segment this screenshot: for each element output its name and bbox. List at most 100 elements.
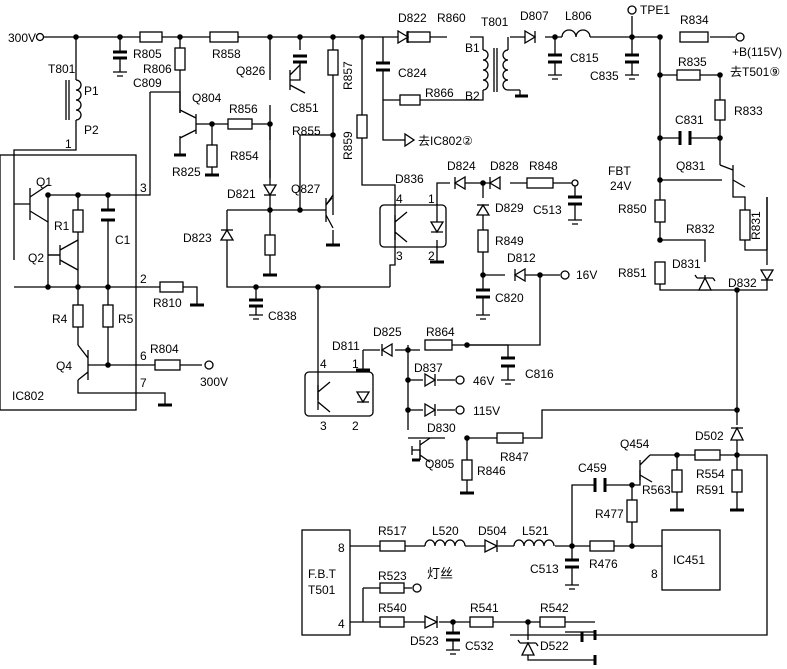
label-r476: R476	[589, 557, 618, 571]
label-q2: Q2	[28, 251, 44, 265]
label-r857: R857	[341, 61, 355, 90]
inductors	[65, 29, 591, 547]
label-b1: B1	[465, 41, 480, 55]
label-r1: R1	[54, 219, 70, 233]
label-ic451-pin8: 8	[651, 567, 658, 581]
label-t501-9: 去T501⑨	[730, 65, 780, 79]
label-d832: D832	[728, 276, 757, 290]
label-r805: R805	[133, 47, 162, 61]
label-d825: D825	[373, 325, 402, 339]
label-q4: Q4	[56, 359, 72, 373]
label-t801-sec: T801	[481, 15, 509, 29]
label-d828: D828	[490, 159, 519, 173]
label-filament: 灯丝	[427, 566, 453, 581]
label-r591: R591	[696, 483, 725, 497]
label-r541: R541	[470, 601, 499, 615]
label-r477: R477	[595, 507, 624, 521]
label-r848: R848	[529, 159, 558, 173]
resistors	[72, 31, 751, 628]
label-fbt-pin8: 8	[338, 541, 345, 555]
label-c513-top: C513	[533, 203, 562, 217]
label-d523: D523	[410, 634, 439, 648]
label-l806: L806	[565, 9, 592, 23]
component-labels: 300V T801 P1 P2 1 Q1 3 R1 C1 Q2 2 R4 R5 …	[8, 3, 782, 653]
label-d822: D822	[398, 11, 427, 25]
label-d807: D807	[520, 9, 549, 23]
label-c815: C815	[570, 51, 599, 65]
label-r804: R804	[150, 342, 179, 356]
label-pin1: 1	[65, 137, 72, 151]
label-r833: R833	[734, 104, 763, 118]
label-c824: C824	[398, 66, 427, 80]
label-fbt-pin4: 4	[338, 617, 345, 631]
label-d504: D504	[478, 524, 507, 538]
label-l521: L521	[522, 524, 549, 538]
label-ic802: IC802	[12, 389, 44, 403]
label-r835: R835	[678, 55, 707, 69]
label-r806: R806	[143, 62, 172, 76]
label-ic802-pin2: 去IC802②	[418, 134, 473, 148]
label-c532: C532	[465, 639, 494, 653]
label-r849: R849	[495, 234, 524, 248]
terminals	[35, 5, 745, 593]
label-d836: D836	[395, 172, 424, 186]
label-r5: R5	[118, 312, 134, 326]
label-q831: Q831	[676, 159, 706, 173]
label-115v: 115V	[473, 404, 500, 418]
label-r563: R563	[642, 483, 671, 497]
label-r542: R542	[540, 601, 569, 615]
label-d811: D811	[332, 339, 360, 353]
label-p2: P2	[84, 123, 99, 137]
label-c513-bot: C513	[530, 562, 559, 576]
label-c838: C838	[268, 309, 297, 323]
label-oc2-pin1: 1	[352, 357, 359, 371]
label-q1: Q1	[36, 175, 52, 189]
label-oc-pin3: 3	[396, 249, 403, 263]
label-d522: D522	[540, 639, 569, 653]
label-d824: D824	[447, 159, 476, 173]
label-d829: D829	[495, 201, 524, 215]
label-b115: +B(115V)	[732, 45, 782, 59]
label-pin7: 7	[140, 376, 147, 390]
label-fbt501-b: T501	[308, 583, 336, 597]
label-r851: R851	[618, 266, 647, 280]
label-l520: L520	[432, 524, 459, 538]
label-q827: Q827	[291, 182, 321, 196]
label-r4: R4	[52, 312, 68, 326]
label-b2: B2	[465, 89, 480, 103]
label-r523: R523	[378, 569, 407, 583]
label-r854: R854	[230, 149, 259, 163]
label-tpe1: TPE1	[640, 3, 670, 17]
label-t801: T801	[48, 62, 76, 76]
label-q805: Q805	[425, 457, 455, 471]
label-r831: R831	[749, 211, 763, 240]
label-r825: R825	[172, 165, 201, 179]
ic802-box	[0, 154, 137, 411]
label-r810: R810	[153, 296, 182, 310]
label-oc-pin2: 2	[428, 249, 435, 263]
label-d821: D821	[227, 187, 256, 201]
label-fbt: FBT	[608, 164, 631, 178]
label-16v: 16V	[576, 268, 597, 282]
label-d831: D831	[672, 257, 701, 271]
label-oc2-pin2: 2	[352, 419, 359, 433]
capacitors	[101, 50, 692, 655]
optocouplers	[304, 204, 447, 417]
label-fbt501-a: F.B.T	[308, 567, 337, 581]
label-300v-top: 300V	[8, 31, 36, 45]
label-oc-pin4: 4	[396, 192, 403, 206]
label-r856: R856	[229, 102, 258, 116]
label-q804: Q804	[192, 91, 222, 105]
label-r834: R834	[680, 13, 709, 27]
label-r846: R846	[477, 464, 506, 478]
label-pin3: 3	[140, 181, 147, 195]
label-pin2: 2	[140, 272, 147, 286]
label-46v: 46V	[473, 374, 494, 388]
label-d812: D812	[507, 251, 536, 265]
label-pin6: 6	[140, 349, 147, 363]
label-r847: R847	[500, 450, 529, 464]
label-c820: C820	[495, 291, 524, 305]
transistors	[14, 64, 746, 483]
